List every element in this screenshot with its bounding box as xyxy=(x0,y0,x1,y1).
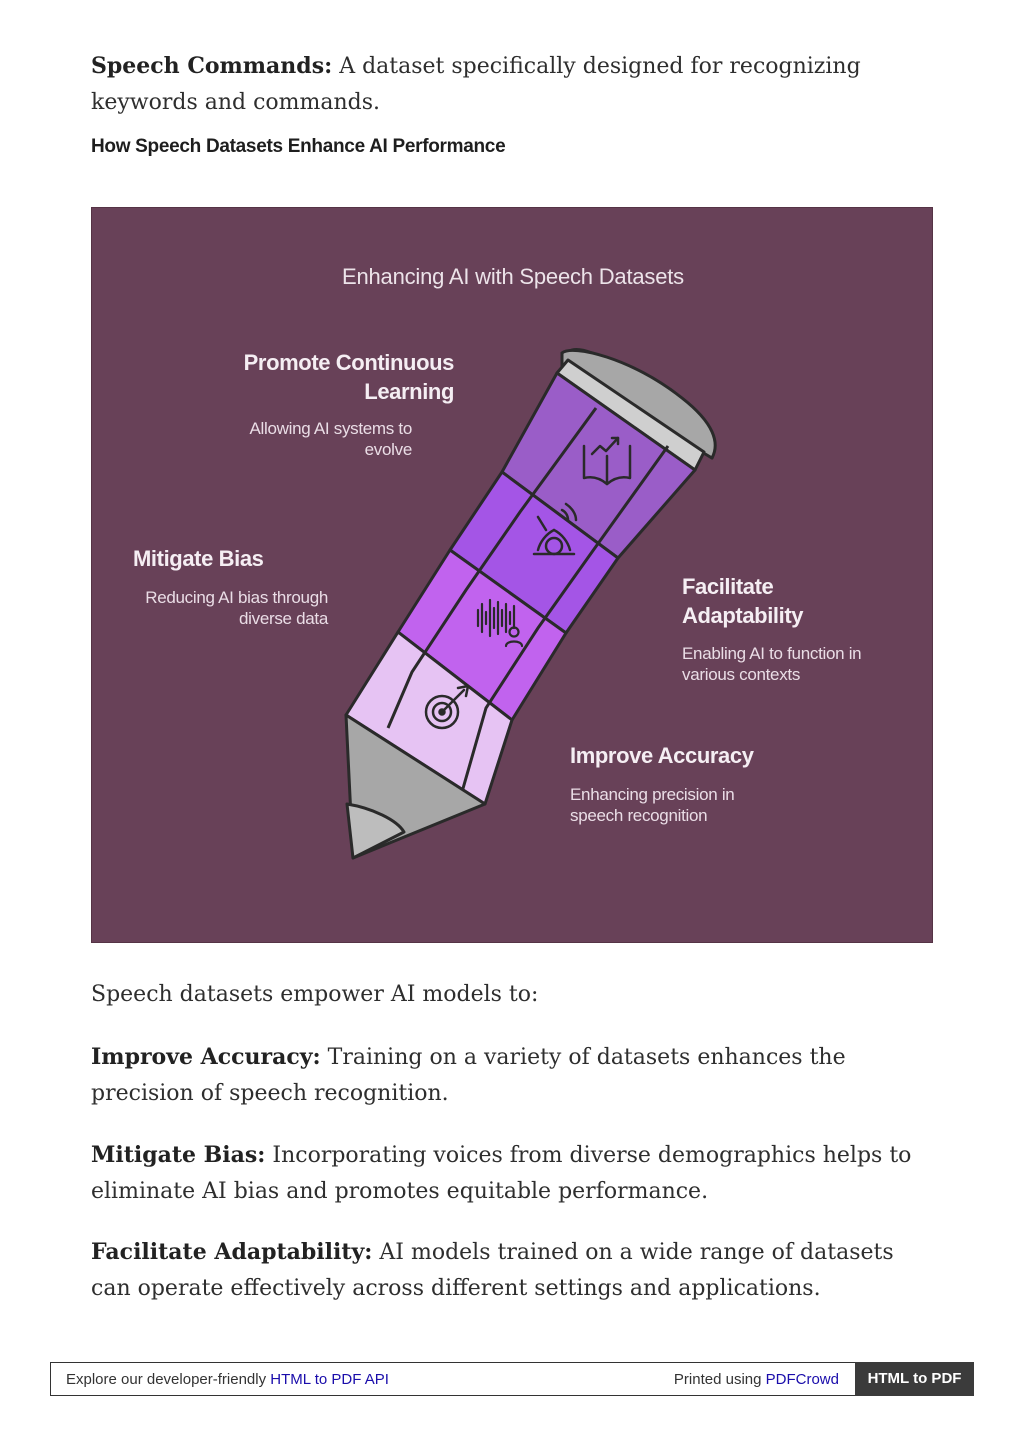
book-growth-icon xyxy=(582,436,632,486)
label-adaptability-title: Facilitate Adaptability xyxy=(682,574,804,628)
label-adaptability-sub: Enabling AI to function in various conte… xyxy=(682,644,862,684)
body-item-bias: Mitigate Bias: Incorporating voices from… xyxy=(91,1137,937,1210)
label-accuracy-sub: Enhancing precision in speech recognitio… xyxy=(570,785,735,825)
pencil-facet-line-2 xyxy=(460,445,670,793)
body-item-text: Training on a variety of datasets enhanc… xyxy=(91,1045,846,1106)
balance-robot-icon xyxy=(532,502,578,556)
intro-text: A dataset specifically designed for reco… xyxy=(91,54,861,115)
body-item-text: AI models trained on a wide range of dat… xyxy=(91,1240,894,1301)
infographic-figure: Enhancing AI with Speech Datasets Promot… xyxy=(91,207,933,943)
footer-explore: Explore our developer-friendly HTML to P… xyxy=(66,1371,389,1388)
intro-paragraph: Speech Commands: A dataset specifically … xyxy=(91,48,937,121)
body-item-accuracy: Improve Accuracy: Training on a variety … xyxy=(91,1039,937,1112)
section-heading: How Speech Datasets Enhance AI Performan… xyxy=(91,136,506,157)
pencil-eraser-top xyxy=(560,348,717,460)
intro-term: Speech Commands: xyxy=(91,53,333,79)
label-mitigate-bias-title: Mitigate Bias xyxy=(133,546,264,571)
body-item-text: Incorporating voices from diverse demogr… xyxy=(91,1143,912,1204)
label-mitigate-bias-sub: Reducing AI bias through diverse data xyxy=(145,588,328,628)
body-item-term: Mitigate Bias: xyxy=(91,1142,266,1168)
figure-title: Enhancing AI with Speech Datasets xyxy=(342,264,684,289)
label-continuous-learning-sub: Allowing AI systems to evolve xyxy=(249,419,412,459)
html-to-pdf-api-link[interactable]: HTML to PDF API xyxy=(270,1371,389,1388)
pdfcrowd-footer: Explore our developer-friendly HTML to P… xyxy=(50,1362,974,1396)
body-lead: Speech datasets empower AI models to: xyxy=(91,982,539,1007)
footer-printed: Printed using PDFCrowd xyxy=(673,1371,839,1388)
label-accuracy-title: Improve Accuracy xyxy=(570,743,754,768)
body-item-term: Improve Accuracy: xyxy=(91,1044,321,1070)
voice-wave-person-icon xyxy=(476,598,524,648)
pencil-facet-line-1 xyxy=(386,407,598,729)
body-item-adaptability: Facilitate Adaptability: AI models train… xyxy=(91,1234,937,1307)
label-continuous-learning-title: Promote Continuous Learning xyxy=(243,350,455,404)
pdfcrowd-link[interactable]: PDFCrowd xyxy=(765,1371,839,1388)
pencil-graphic xyxy=(344,347,717,860)
body-item-term: Facilitate Adaptability: xyxy=(91,1239,373,1265)
target-arrow-icon xyxy=(424,684,470,730)
pencil-lead xyxy=(345,802,406,860)
html-to-pdf-button[interactable]: HTML to PDF xyxy=(855,1362,974,1396)
